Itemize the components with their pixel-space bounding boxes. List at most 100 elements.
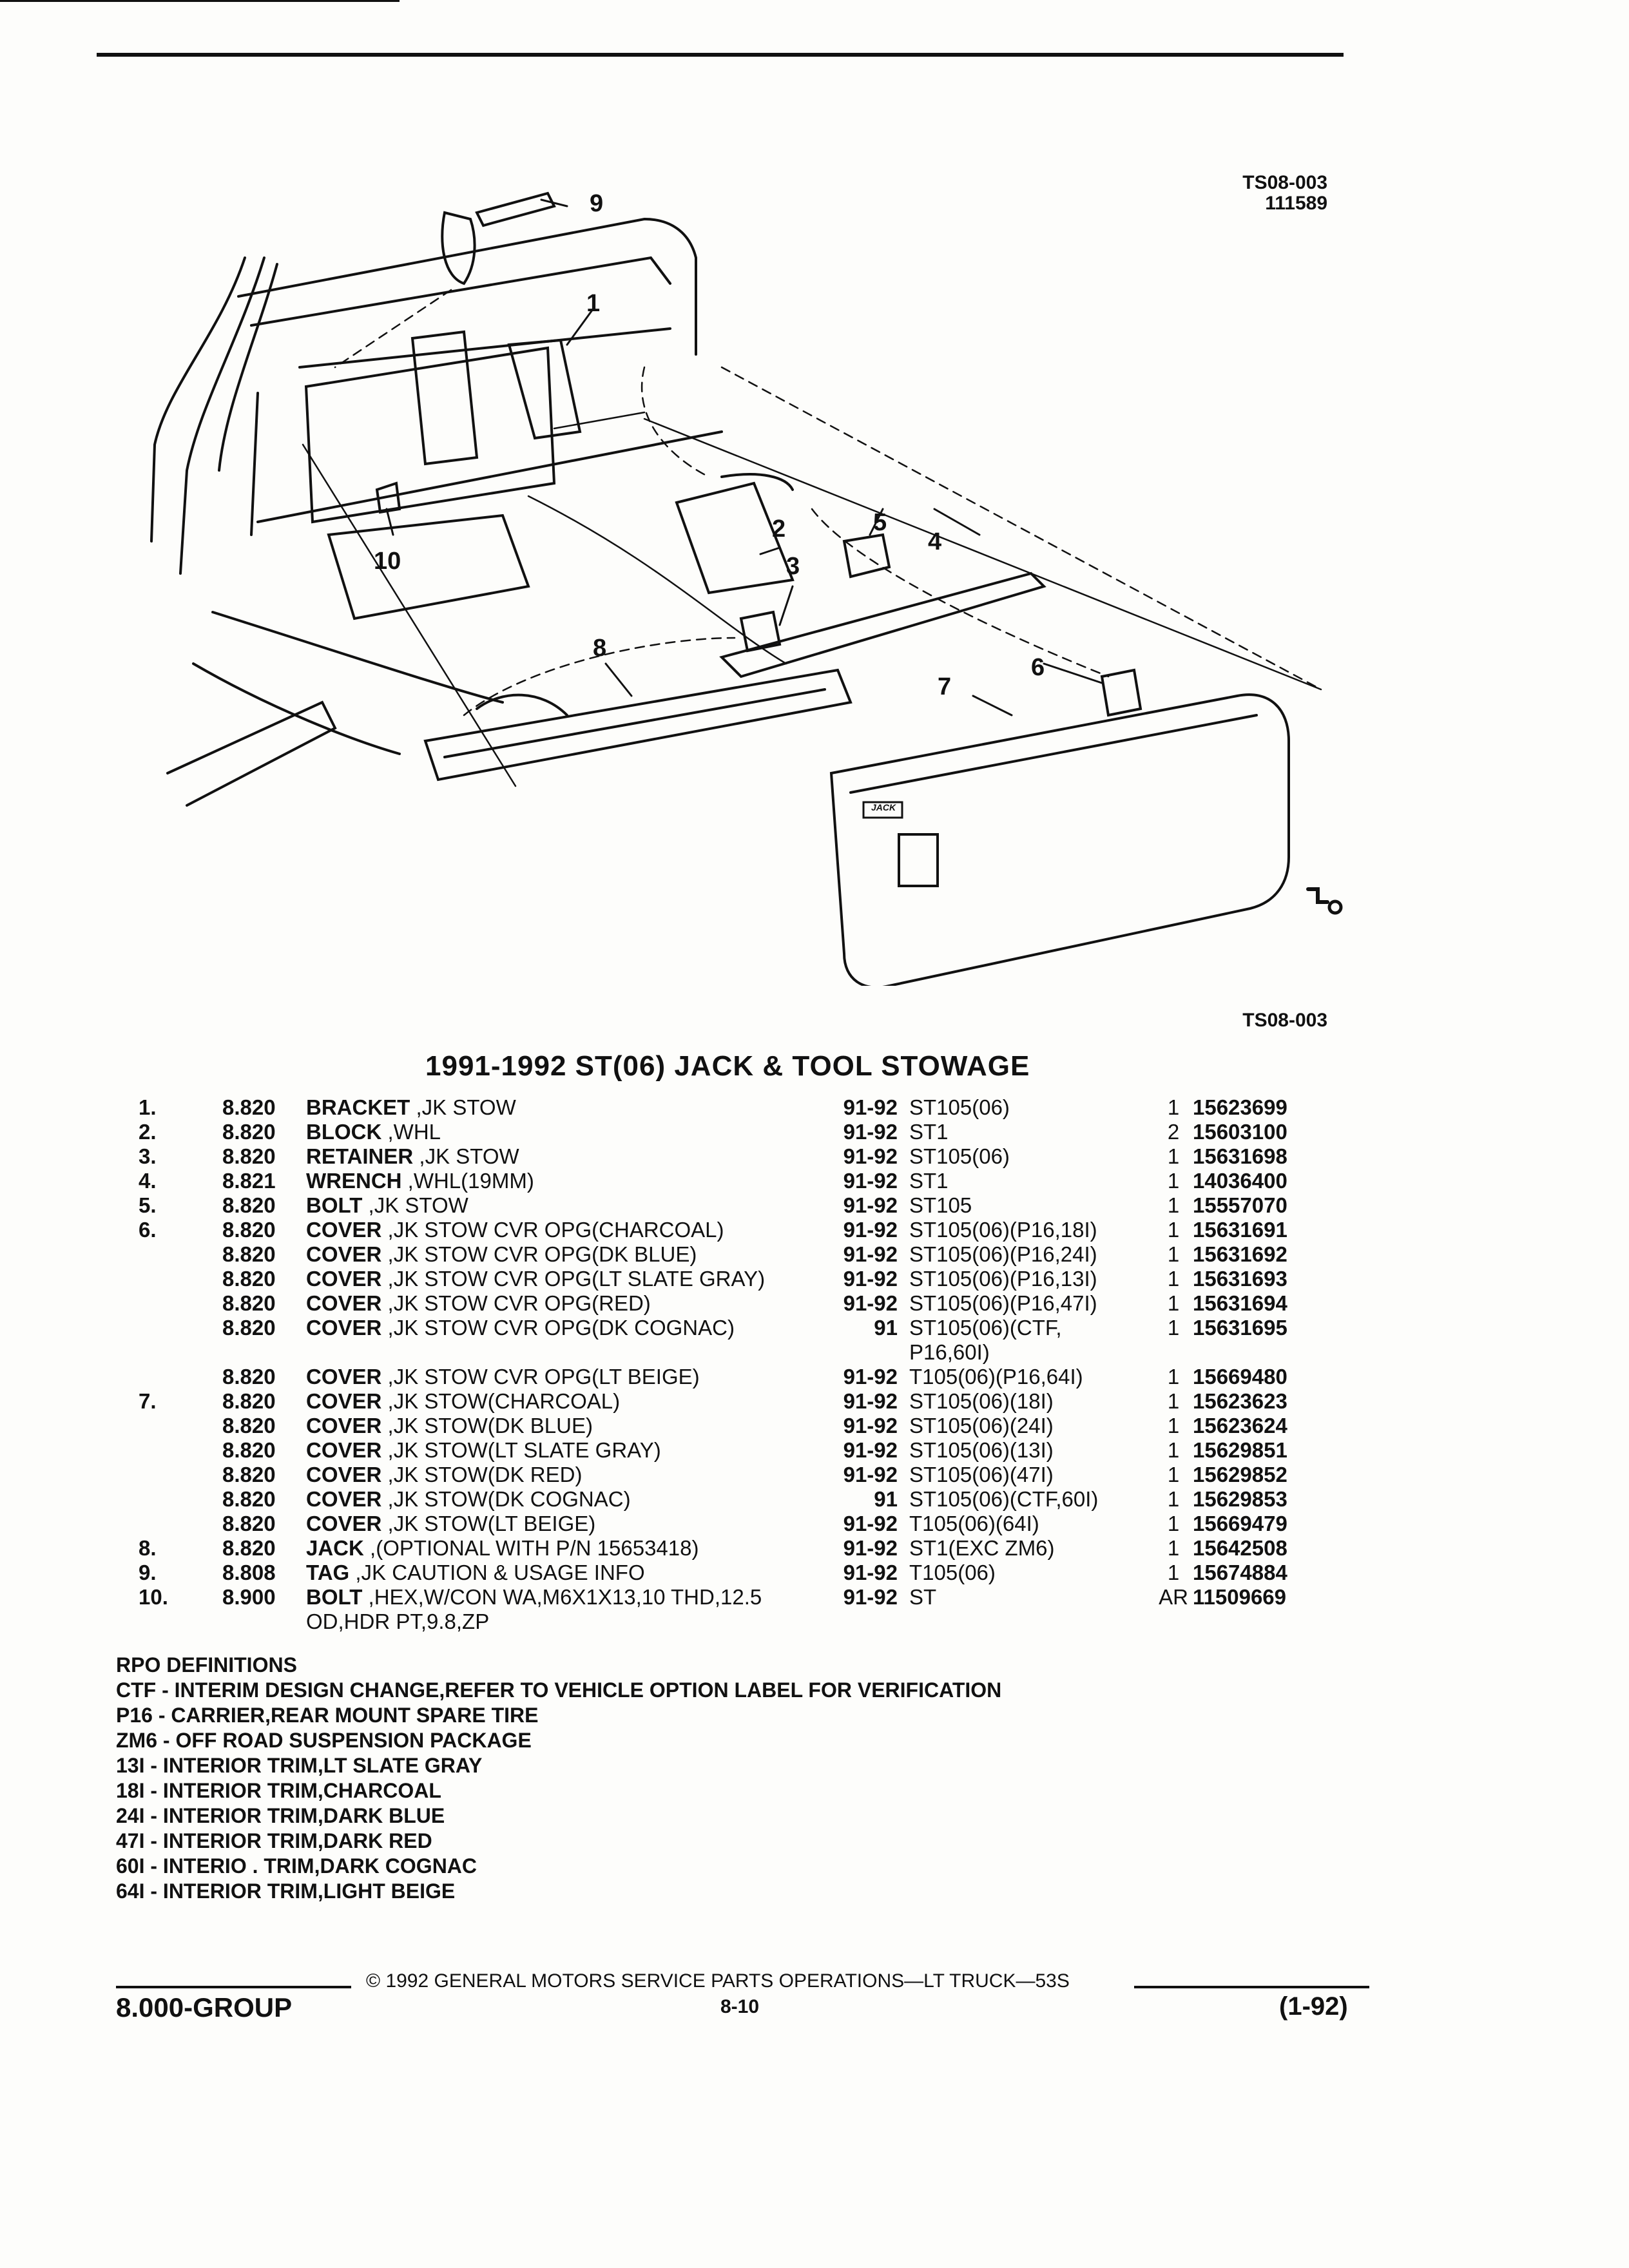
part-noun: COVER — [306, 1438, 382, 1462]
usage-text: ST105(06)(P16,18I) — [909, 1218, 1097, 1242]
part-description: ,JK STOW CVR OPG(CHARCOAL) — [387, 1218, 724, 1242]
group-number: 8.820 — [222, 1267, 276, 1291]
quantity: 1 — [1167, 1561, 1180, 1584]
part-name: COVER ,JK STOW CVR OPG(LT BEIGE) — [306, 1365, 822, 1389]
part-name: TAG ,JK CAUTION & USAGE INFO — [306, 1561, 822, 1585]
usage-text: ST105(06)(CTF, — [909, 1316, 1062, 1340]
model-years: 91-92 — [843, 1193, 898, 1217]
rpo-item: 64I - INTERIOR TRIM,LIGHT BEIGE — [116, 1879, 456, 1903]
quantity: 1 — [1167, 1487, 1180, 1511]
part-name: COVER ,JK STOW(DK COGNAC) — [306, 1487, 822, 1512]
rpo-item: 24I - INTERIOR TRIM,DARK BLUE — [116, 1804, 445, 1827]
callout-4: 4 — [928, 528, 942, 555]
quantity: 1 — [1167, 1463, 1180, 1486]
rpo-heading: RPO DEFINITIONS — [116, 1653, 297, 1677]
part-number: 15669479 — [1193, 1512, 1287, 1535]
part-name: COVER ,JK STOW CVR OPG(LT SLATE GRAY) — [306, 1267, 822, 1291]
usage-text: ST105(06) — [909, 1095, 1010, 1119]
part-description: ,HEX,W/CON WA,M6X1X13,10 THD,12.5 — [368, 1585, 762, 1609]
part-description: ,JK STOW(DK RED) — [387, 1463, 583, 1486]
footer-rule-right — [1134, 1986, 1369, 1988]
group-number: 8.820 — [222, 1512, 276, 1535]
part-description: ,JK STOW(DK COGNAC) — [387, 1487, 631, 1511]
part-description: ,JK STOW(DK BLUE) — [387, 1414, 593, 1437]
quantity: 1 — [1167, 1144, 1180, 1168]
model-years: 91-92 — [843, 1512, 898, 1535]
group-number: 8.820 — [222, 1463, 276, 1486]
quantity: 1 — [1167, 1316, 1180, 1340]
part-name: COVER ,JK STOW(DK RED) — [306, 1463, 822, 1487]
part-name: BOLT ,JK STOW — [306, 1193, 822, 1218]
rear-wall — [237, 217, 697, 356]
group-number: 8.820 — [222, 1120, 276, 1144]
part-noun: RETAINER — [306, 1144, 414, 1168]
part-number: 15603100 — [1193, 1120, 1287, 1144]
part-noun: BRACKET — [306, 1095, 410, 1119]
ref-number — [139, 1242, 222, 1267]
usage-code: ST105(06)(CTF,60I) — [909, 1487, 1154, 1512]
part-number: 15629851 — [1193, 1438, 1287, 1462]
part-noun: COVER — [306, 1316, 382, 1340]
usage-code: ST105(06)(P16,18I) — [909, 1218, 1154, 1242]
usage-text: T105(06)(64I) — [909, 1512, 1039, 1535]
usage-code: ST1(EXC ZM6) — [909, 1536, 1154, 1561]
part-description: ,JK STOW(LT BEIGE) — [387, 1512, 596, 1535]
part-number: 15631691 — [1193, 1218, 1287, 1242]
part-name: COVER ,JK STOW(CHARCOAL) — [306, 1389, 822, 1414]
usage-code: ST — [909, 1585, 1154, 1634]
model-years: 91-92 — [843, 1389, 898, 1413]
part-noun: WRENCH — [306, 1169, 402, 1193]
usage-code: ST105(06)(CTF,P16,60I) — [909, 1316, 1154, 1365]
jack — [423, 668, 853, 782]
part-noun: COVER — [306, 1242, 382, 1266]
rpo-definitions: RPO DEFINITIONS CTF - INTERIM DESIGN CHA… — [116, 1653, 1001, 1904]
callout-1: 1 — [586, 290, 601, 317]
usage-code: T105(06)(64I) — [909, 1512, 1154, 1536]
ref-number — [139, 1316, 222, 1365]
part-noun: BOLT — [306, 1193, 363, 1217]
quantity: AR — [1159, 1585, 1188, 1609]
part-name: COVER ,JK STOW CVR OPG(DK COGNAC) — [306, 1316, 822, 1365]
usage-text: ST105(06)(13I) — [909, 1438, 1054, 1462]
part-description: ,JK STOW — [368, 1193, 468, 1217]
part-number: 15674884 — [1193, 1561, 1287, 1584]
callout-6: 6 — [1031, 654, 1045, 681]
wheel-block — [675, 481, 795, 595]
group-number: 8.808 — [222, 1561, 276, 1584]
usage-text: ST105(06)(P16,24I) — [909, 1242, 1097, 1266]
callout-9: 9 — [590, 190, 604, 217]
model-years: 91-92 — [843, 1365, 898, 1389]
retainer — [739, 610, 782, 653]
usage-text: ST1 — [909, 1169, 949, 1193]
diagram-date: 111589 — [1265, 193, 1327, 214]
quantity: 1 — [1167, 1414, 1180, 1437]
group-number: 8.820 — [222, 1144, 276, 1168]
rpo-item: ZM6 - OFF ROAD SUSPENSION PACKAGE — [116, 1729, 532, 1752]
part-name: WRENCH ,WHL(19MM) — [306, 1169, 822, 1193]
model-years: 91-92 — [843, 1169, 898, 1193]
part-name: COVER ,JK STOW(DK BLUE) — [306, 1414, 822, 1438]
callout-7: 7 — [938, 673, 952, 700]
part-noun: COVER — [306, 1512, 382, 1535]
group-number: 8.820 — [222, 1291, 276, 1315]
page-number: 8-10 — [720, 1996, 760, 2017]
part-number: 15669480 — [1193, 1365, 1287, 1389]
usage-code: ST105(06)(P16,47I) — [909, 1291, 1154, 1316]
callout-10: 10 — [374, 548, 401, 575]
quantity: 1 — [1167, 1365, 1180, 1389]
callout-8: 8 — [593, 635, 607, 662]
page-title: 1991-1992 ST(06) JACK & TOOL STOWAGE — [425, 1050, 1030, 1082]
quantity: 1 — [1167, 1218, 1180, 1242]
model-years: 91-92 — [843, 1144, 898, 1168]
ref-number — [139, 1487, 222, 1512]
ref-number — [139, 1414, 222, 1438]
group-number: 8.820 — [222, 1218, 276, 1242]
model-years: 91-92 — [843, 1267, 898, 1291]
quantity: 1 — [1167, 1267, 1180, 1291]
